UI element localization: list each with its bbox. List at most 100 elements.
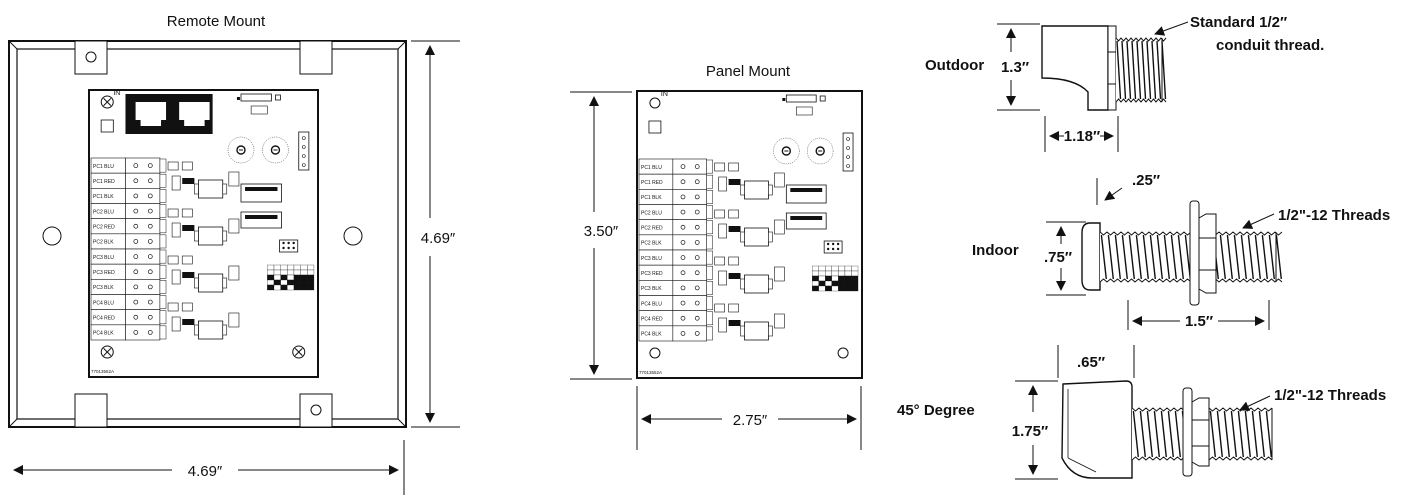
address-grid-cell xyxy=(812,280,819,287)
terminal-screw xyxy=(147,163,153,168)
terminal-screw xyxy=(133,330,139,335)
thread-crest xyxy=(1100,234,1107,280)
terminal-screw xyxy=(133,193,139,199)
deg45-height-dim: 1.75″ xyxy=(1012,423,1048,440)
terminal-screw xyxy=(694,209,700,215)
address-grid-cell xyxy=(273,284,281,291)
address-grid-cell xyxy=(825,270,832,277)
address-grid-cell xyxy=(280,269,288,276)
terminal-screw xyxy=(147,239,153,244)
terminal-screw xyxy=(680,331,686,336)
terminal-label: PC3 RED xyxy=(641,271,663,277)
capacitor xyxy=(728,256,739,266)
terminal-screw xyxy=(147,299,153,305)
relay xyxy=(744,321,769,341)
terminal-screw xyxy=(147,314,153,320)
terminal-screw xyxy=(680,285,686,291)
terminal-screw xyxy=(147,254,153,259)
terminal-screw xyxy=(133,269,139,275)
address-grid-cell xyxy=(293,284,301,291)
capacitor xyxy=(728,303,739,313)
capacitor xyxy=(167,161,179,171)
address-grid-cell xyxy=(287,284,295,291)
terminal-cell xyxy=(672,204,707,220)
thread-crest xyxy=(1139,410,1146,458)
thread-crest xyxy=(1114,234,1121,280)
resistor xyxy=(228,312,240,328)
address-grid-cell xyxy=(812,265,819,272)
address-grid-cell xyxy=(818,275,826,282)
indoor-hex-nut xyxy=(1198,213,1217,294)
terminal-label: PC3 RED xyxy=(93,270,115,276)
terminal-screw xyxy=(694,315,700,321)
terminal-label: PC4 BLK xyxy=(641,332,662,338)
deg45-body xyxy=(1061,380,1133,479)
terminal-screw xyxy=(133,163,139,168)
outdoor-thread xyxy=(1115,37,1167,103)
remote-mount-title: Remote Mount xyxy=(167,13,266,30)
terminal-screw xyxy=(680,270,686,276)
terminal-cell xyxy=(125,309,161,326)
terminal-screw xyxy=(680,240,686,245)
transistor xyxy=(182,178,195,184)
terminal-label: PC4 BLU xyxy=(93,300,114,306)
terminal-screw xyxy=(694,300,700,306)
resistor xyxy=(774,219,785,235)
terminal-label: PC2 BLU xyxy=(641,210,662,216)
thread-crest xyxy=(1136,40,1142,100)
thread-crest xyxy=(1209,410,1216,458)
terminal-screw xyxy=(694,224,700,230)
terminal-cell xyxy=(672,264,707,281)
address-grid-cell xyxy=(812,275,819,282)
terminal-screw xyxy=(680,194,686,200)
address-grid-cell xyxy=(287,269,295,276)
diode xyxy=(171,316,181,332)
terminal-cell xyxy=(672,249,707,266)
address-grid-cell xyxy=(307,269,315,276)
board-hole xyxy=(837,347,849,359)
address-grid-cell xyxy=(293,269,301,276)
transistor xyxy=(182,272,195,278)
thread-crest xyxy=(1268,234,1275,280)
address-grid-cell xyxy=(825,280,832,287)
indoor-fitting: Indoor .25″ .75″ 1.5″ 1/2"-12 Threads xyxy=(972,172,1390,330)
terminal-label: PC4 BLK xyxy=(93,331,114,337)
address-grid-cell xyxy=(818,265,826,272)
thread-crest xyxy=(1142,234,1149,280)
relay xyxy=(198,320,224,340)
address-grid-cell xyxy=(280,284,288,291)
board-code: 77013552A xyxy=(91,369,114,374)
ic-chip xyxy=(785,212,827,230)
terminal-label: PC2 RED xyxy=(641,226,663,232)
panel-mount-title: Panel Mount xyxy=(706,63,791,80)
thread-crest xyxy=(1251,410,1258,458)
terminal-screw xyxy=(694,255,700,260)
terminal-cell xyxy=(125,218,161,235)
rj-jack-port xyxy=(179,102,210,120)
terminal-cell xyxy=(672,189,707,205)
resistor xyxy=(774,266,785,282)
terminal-screw xyxy=(680,209,686,215)
address-grid-cell xyxy=(844,280,852,287)
thread-crest xyxy=(1160,410,1167,458)
outdoor-width-dim: 1.18″ xyxy=(1064,128,1100,145)
diode xyxy=(718,176,727,192)
thread-crest xyxy=(1174,410,1181,458)
thread-crest xyxy=(1163,234,1170,280)
terminal-label: PC3 BLU xyxy=(641,256,662,262)
indoor-thread-note: 1/2"-12 Threads xyxy=(1278,207,1390,224)
address-grid-cell xyxy=(307,284,315,291)
address-grid-cell xyxy=(825,265,832,272)
relay xyxy=(198,273,224,293)
address-grid-cell xyxy=(851,275,859,282)
terminal-label: PC2 RED xyxy=(93,225,115,231)
terminal-label: PC1 BLK xyxy=(641,195,662,201)
remote-mount-tab xyxy=(74,40,108,75)
relay xyxy=(744,227,769,247)
outdoor-label: Outdoor xyxy=(925,57,984,74)
terminal-screw xyxy=(147,269,153,275)
remote-width-dim: 4.69″ xyxy=(188,463,223,480)
thread-crest xyxy=(1233,234,1240,280)
